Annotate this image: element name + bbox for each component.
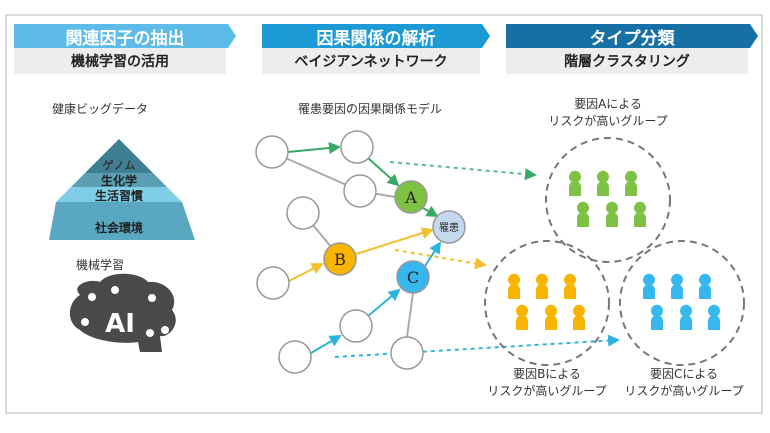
edge-green [422, 205, 439, 217]
pyramid-biochem [71, 173, 167, 187]
step2-method: ベイジアンネットワーク [262, 48, 480, 74]
person-icon [545, 304, 557, 330]
network-edges [271, 142, 620, 358]
dashed-link-a [389, 161, 537, 181]
group-c-line2: リスクが高いグループ [624, 384, 744, 398]
person-icon [597, 170, 609, 196]
group-c-cluster [619, 240, 745, 366]
pyramid-text-2: 生活習慣 [95, 188, 143, 203]
edge-yellow [355, 227, 434, 255]
group-b-cluster [484, 240, 610, 366]
person-icon [708, 304, 720, 330]
person-icon [671, 273, 683, 299]
pyramid-lifestyle [56, 187, 182, 202]
group-a-line2: リスクが高いグループ [548, 114, 668, 128]
edge [406, 292, 414, 338]
step3-header: タイプ分類 [506, 24, 758, 48]
network-node [390, 336, 424, 370]
pyramid-text-3: 社会環境 [94, 220, 143, 235]
node-c-label: C [407, 268, 419, 287]
edge-cyan [310, 334, 342, 354]
pyramid-text-0: ゲノム [103, 158, 136, 172]
step1-header: 関連因子の抽出 [14, 24, 236, 48]
node-disease [432, 210, 466, 244]
network-node [340, 130, 374, 164]
step2-header: 因果関係の解析 [262, 24, 490, 48]
dashed-link-c [334, 334, 620, 358]
pyramid-text-1: 生化学 [101, 173, 137, 188]
brain-ai-icon: AI [69, 273, 176, 352]
network-node [339, 309, 373, 343]
group-a-cluster [545, 137, 671, 263]
ai-text: AI [105, 309, 135, 339]
person-icon [651, 304, 664, 330]
person-icon [680, 304, 692, 330]
person-icon [516, 304, 528, 330]
diagram-frame [5, 14, 763, 414]
group-a-line1: 要因Aによる [574, 97, 642, 111]
person-icon [573, 304, 585, 330]
network-node [256, 266, 290, 300]
person-icon [643, 273, 655, 299]
edge-yellow [288, 263, 324, 282]
person-icon [634, 201, 646, 227]
node-disease-label: 罹患 [439, 222, 459, 234]
group-b-line2: リスクが高いグループ [487, 384, 607, 398]
edge-green [367, 157, 400, 187]
group-b-line1: 要因Bによる [513, 367, 581, 381]
big-data-label: 健康ビッグデータ [51, 102, 148, 116]
group-c-line1: 要因Cによる [649, 367, 719, 381]
person-icon [569, 170, 581, 196]
edge-cyan [424, 241, 442, 267]
model-label: 罹患要因の因果関係モデル [297, 102, 442, 116]
node-b [323, 242, 357, 276]
person-icon [577, 201, 589, 227]
node-a [394, 180, 428, 214]
ml-label: 機械学習 [75, 258, 124, 272]
pyramid-genome [85, 139, 153, 173]
network-node [286, 196, 320, 230]
pyramid-social [49, 202, 195, 240]
person-icon [606, 201, 618, 227]
group-a-label: 要因Aによるリスクが高いグループ [548, 96, 668, 130]
person-icon [536, 273, 548, 299]
network-node [255, 135, 289, 169]
node-c [396, 260, 430, 294]
person-icon [699, 273, 711, 299]
data-pyramid: ゲノム 生化学 生活習慣 社会環境 [49, 139, 195, 240]
node-a-label: A [404, 188, 417, 207]
network-node [343, 174, 377, 208]
network-node [278, 340, 312, 374]
network-nodes [255, 130, 466, 374]
node-b-label: B [334, 250, 346, 269]
group-b-label: 要因Bによるリスクが高いグループ [487, 366, 607, 400]
person-icon [508, 273, 520, 299]
person-icon [625, 170, 637, 196]
edge-green [287, 142, 341, 154]
edge-cyan [367, 288, 401, 317]
person-icon [564, 273, 576, 299]
step3-method: 階層クラスタリング [506, 48, 748, 74]
step1-method: 機械学習の活用 [14, 48, 226, 74]
group-c-label: 要因Cによるリスクが高いグループ [624, 366, 744, 400]
